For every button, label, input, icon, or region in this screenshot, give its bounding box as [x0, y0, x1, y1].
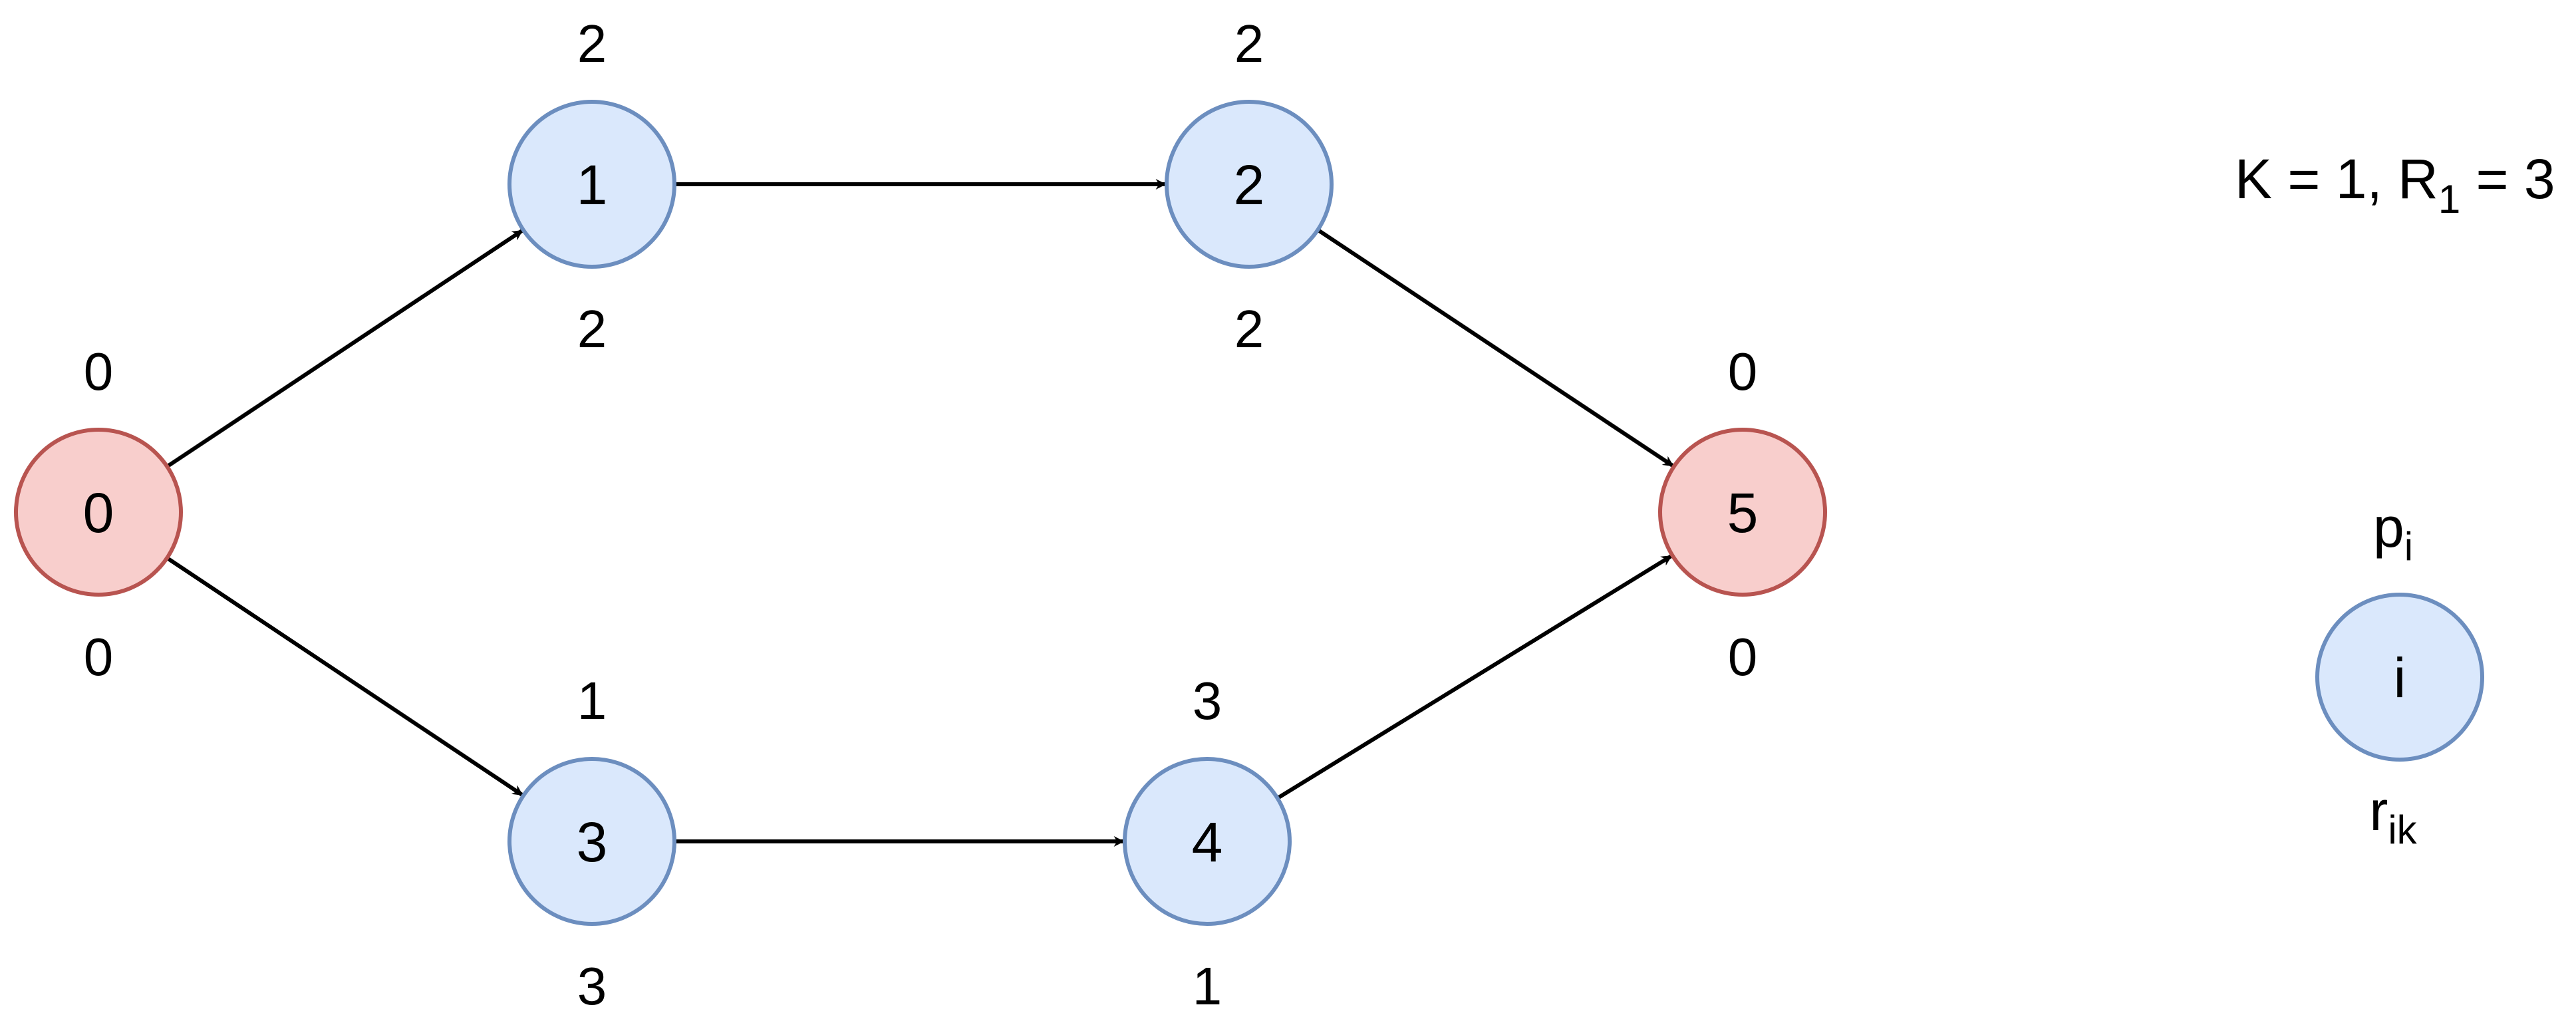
node-id-label: 0 [83, 482, 114, 544]
node-id-label: 4 [1192, 811, 1223, 873]
node-resource-label: 2 [577, 299, 607, 359]
node-duration-label: 2 [1234, 14, 1264, 73]
legend-bottom-subscript: ik [2388, 807, 2417, 852]
node-duration-label: 0 [84, 342, 114, 401]
node-resource-label: 1 [1193, 956, 1222, 1016]
legend-node-label: i [2394, 647, 2406, 709]
node-id-label: 5 [1727, 482, 1759, 544]
node-circle [507, 757, 676, 926]
edge-4-to-5 [1276, 554, 1673, 800]
node-1: 1 2 2 [507, 14, 676, 359]
legend-bottom-main: r [2369, 780, 2388, 842]
legend: pi i rik [2315, 496, 2484, 852]
resource-parameters: K = 1, R1 = 3 [2235, 148, 2555, 221]
node-id-label: 1 [577, 154, 608, 216]
legend-top-label: pi [2373, 496, 2413, 569]
node-resource-label: 3 [577, 956, 607, 1016]
node-duration-label: 2 [577, 14, 607, 73]
node-2: 2 2 2 [1165, 14, 1334, 359]
k-r-text: K = 1, R [2235, 148, 2438, 210]
edge-2-to-5 [1316, 228, 1674, 468]
legend-bottom-label: rik [2369, 780, 2417, 852]
node-4: 4 3 1 [1123, 671, 1292, 1016]
edge-0-to-1 [166, 229, 523, 468]
legend-top-subscript: i [2404, 524, 2413, 569]
node-circle [1123, 757, 1292, 926]
r-value-text: = 3 [2460, 148, 2555, 210]
node-circle [1165, 100, 1334, 269]
node-circle [507, 100, 676, 269]
r-subscript: 1 [2438, 177, 2460, 221]
node-3: 3 1 3 [507, 671, 676, 1016]
node-duration-label: 1 [577, 671, 607, 730]
node-id-label: 3 [577, 811, 608, 873]
edge-0-to-3 [166, 556, 523, 797]
nodes-layer: 0 0 0 1 2 2 2 2 2 3 1 3 4 3 1 5 0 0 [14, 14, 1827, 1016]
node-5: 5 0 0 [1658, 342, 1827, 686]
node-resource-label: 0 [84, 627, 114, 686]
node-circle [1658, 428, 1827, 597]
node-duration-label: 3 [1193, 671, 1222, 730]
legend-top-main: p [2373, 496, 2404, 559]
node-0: 0 0 0 [14, 342, 183, 686]
node-duration-label: 0 [1728, 342, 1758, 401]
node-resource-label: 0 [1728, 627, 1758, 686]
node-resource-label: 2 [1234, 299, 1264, 359]
legend-node-circle [2315, 593, 2484, 762]
node-circle [14, 428, 183, 597]
node-id-label: 2 [1234, 154, 1265, 216]
edges-layer [166, 179, 1674, 847]
